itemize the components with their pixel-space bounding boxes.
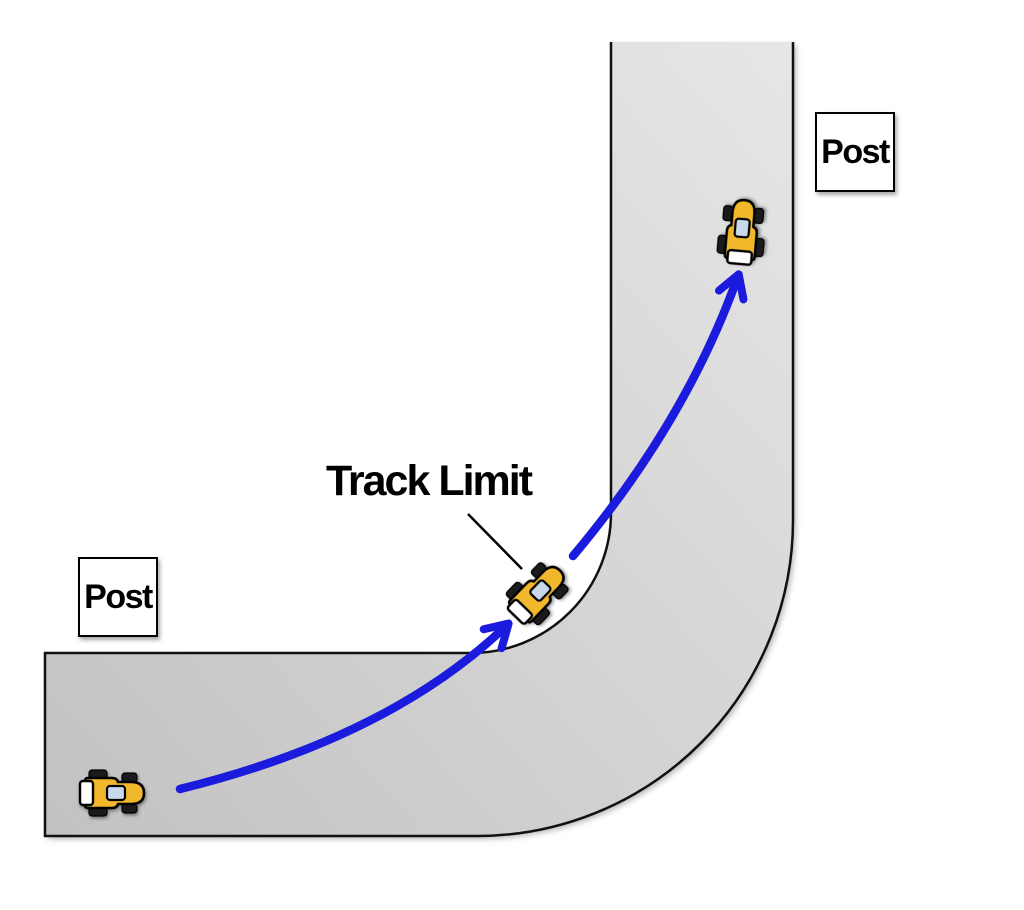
track-edge-lines: [43, 42, 795, 838]
racing-line-arrow-entry: [175, 619, 513, 794]
track-surface: [45, 42, 793, 836]
post-label-upper: Post: [815, 112, 895, 192]
track-limit-label: Track Limit: [326, 457, 533, 505]
racing-line-arrow-exit: [568, 270, 748, 561]
track-limit-pointer-line: [467, 513, 523, 570]
car-entry-icon: [78, 768, 146, 818]
post-label-lower-text: Post: [84, 577, 153, 616]
post-label-lower: Post: [78, 557, 158, 637]
post-label-upper-text: Post: [821, 132, 890, 171]
